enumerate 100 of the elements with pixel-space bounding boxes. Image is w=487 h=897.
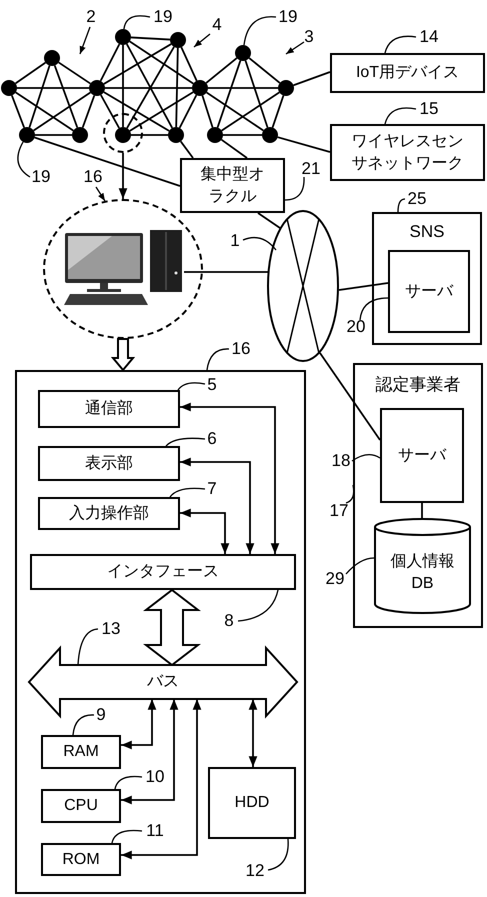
group-box xyxy=(372,212,482,345)
callout-number: 5 xyxy=(205,376,219,394)
callout-number: 16 xyxy=(80,168,106,186)
callout-number: 2 xyxy=(84,8,98,26)
connector-line xyxy=(202,95,214,128)
labeled-box: 通信部 xyxy=(38,390,180,428)
pointer-arrow xyxy=(286,41,304,55)
network-node xyxy=(19,127,35,143)
callout-number: 4 xyxy=(210,16,224,34)
leader-line xyxy=(346,557,374,574)
connector-line xyxy=(33,92,91,132)
leader-line xyxy=(359,297,388,320)
connector-line xyxy=(103,43,172,85)
hollow-arrow xyxy=(143,588,201,666)
connector-line xyxy=(223,134,262,136)
arrow xyxy=(180,508,230,554)
leader-line xyxy=(238,590,279,622)
connector-line xyxy=(129,40,194,84)
callout-number: 19 xyxy=(28,168,54,186)
connector-line xyxy=(100,94,120,128)
connector-line xyxy=(15,92,74,132)
callout-number: 20 xyxy=(343,318,369,336)
labeled-box: CPU xyxy=(41,789,121,823)
connector-line xyxy=(28,65,50,128)
callout-number: 25 xyxy=(404,190,430,208)
connector-line xyxy=(244,60,268,128)
connector-line xyxy=(178,94,198,128)
leader-line xyxy=(352,454,380,462)
connector-line xyxy=(208,87,278,89)
arrow xyxy=(118,153,128,199)
connector-line xyxy=(319,352,381,441)
callout-number: 18 xyxy=(330,452,352,470)
connector-line xyxy=(180,46,198,82)
leader-line xyxy=(242,236,276,250)
connector-line xyxy=(131,134,168,136)
connector-line xyxy=(175,48,179,128)
connector-line xyxy=(220,138,248,159)
computer-box xyxy=(15,370,306,894)
leader-line xyxy=(170,488,206,498)
connector-line xyxy=(216,60,242,128)
labeled-box: 集中型オラクル xyxy=(180,158,285,213)
leader-line xyxy=(284,177,305,201)
leader-line xyxy=(243,16,276,46)
arrow xyxy=(121,699,156,750)
callout-number: 12 xyxy=(242,862,268,880)
network-node xyxy=(192,80,208,96)
callout-number: 3 xyxy=(302,28,316,46)
arrow xyxy=(121,699,178,804)
leader-line xyxy=(384,36,416,54)
network-node xyxy=(72,127,88,143)
leader-line xyxy=(166,438,206,446)
callout-number: 21 xyxy=(298,160,324,178)
database-cylinder: 個人情報DB xyxy=(374,518,471,613)
labeled-box: ROM xyxy=(41,843,121,876)
arrow xyxy=(121,699,202,860)
pointer-arrow xyxy=(79,26,91,54)
connector-line xyxy=(130,36,170,40)
callout-number: 11 xyxy=(142,822,168,840)
connector-line xyxy=(258,212,280,229)
callout-number: 8 xyxy=(222,612,236,630)
callout-number: 15 xyxy=(416,100,442,118)
connector-line xyxy=(58,62,91,84)
labeled-box: 表示部 xyxy=(38,446,180,481)
callout-number: 16 xyxy=(228,340,254,358)
callout-number: 9 xyxy=(94,706,108,724)
connector-line xyxy=(54,65,78,128)
picture xyxy=(62,230,184,306)
network-node xyxy=(207,127,223,143)
network-node xyxy=(1,80,17,96)
network-node xyxy=(170,32,186,48)
leader-line xyxy=(17,142,30,178)
connector-line xyxy=(206,92,264,132)
pointer-arrow xyxy=(95,186,106,202)
connector-line xyxy=(129,91,194,132)
callout-number: 6 xyxy=(205,430,219,448)
connector-line xyxy=(17,87,89,89)
leader-line xyxy=(123,15,150,30)
connector-line xyxy=(421,503,423,518)
leader-line xyxy=(397,198,406,212)
callout-number: 29 xyxy=(322,570,348,588)
connector-line xyxy=(293,71,330,86)
network-node xyxy=(115,29,131,45)
network-node xyxy=(278,80,294,96)
callout-number: 1 xyxy=(228,232,242,250)
connector-line xyxy=(277,136,330,153)
leader-line xyxy=(206,348,229,370)
callout-number: 10 xyxy=(142,768,168,786)
connector-line xyxy=(206,57,238,84)
leader-line xyxy=(77,628,98,666)
labeled-box: IoT用デバイス xyxy=(330,53,485,93)
callout-number: 7 xyxy=(205,480,219,498)
hollow-arrow xyxy=(110,338,136,372)
labeled-box: ワイヤレスセンサネットワーク xyxy=(330,124,485,181)
connector-line xyxy=(105,87,192,89)
connector-line xyxy=(180,140,194,159)
callout-number: 14 xyxy=(416,28,442,46)
arrow xyxy=(180,402,280,554)
dashed-circle xyxy=(103,113,143,153)
connector-line xyxy=(338,282,388,291)
leader-line xyxy=(268,838,289,871)
